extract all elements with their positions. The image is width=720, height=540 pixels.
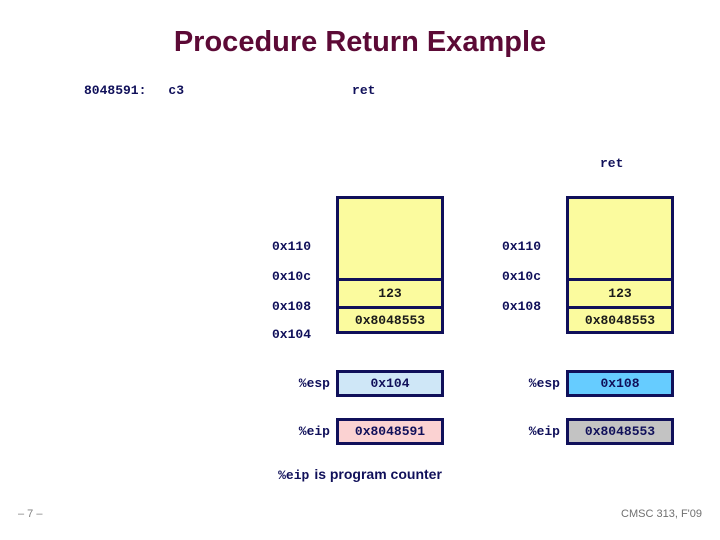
address-label-0x10c-before: 0x10c bbox=[272, 269, 312, 284]
register-row-eip-before: %eip 0x8048591 bbox=[274, 418, 444, 445]
footnote-description: is program counter bbox=[314, 466, 442, 482]
register-value-esp-before: 0x104 bbox=[336, 370, 444, 397]
register-label-esp-after: %esp bbox=[528, 376, 560, 391]
register-label-eip-after: %eip bbox=[528, 424, 560, 439]
register-label-eip-before: %eip bbox=[298, 424, 330, 439]
address-label-0x104-before: 0x104 bbox=[272, 327, 312, 342]
stack-cell-0x108-after: 123 bbox=[566, 278, 674, 306]
register-row-esp-after: %esp 0x108 bbox=[504, 370, 674, 397]
assembly-address: 8048591: bbox=[84, 83, 147, 98]
stack-cell-0x108-before: 123 bbox=[336, 278, 444, 306]
assembly-line: 8048591: c3 ret bbox=[84, 83, 375, 98]
register-row-eip-after: %eip 0x8048553 bbox=[504, 418, 674, 445]
address-label-0x108-after: 0x108 bbox=[502, 299, 542, 314]
footnote-caption: %eip is program counter bbox=[0, 466, 720, 483]
register-value-eip-before: 0x8048591 bbox=[336, 418, 444, 445]
register-value-esp-after: 0x108 bbox=[566, 370, 674, 397]
course-label: CMSC 313, F'09 bbox=[621, 508, 702, 520]
stack-cell-0x104-before: 0x8048553 bbox=[336, 306, 444, 334]
address-label-0x108-before: 0x108 bbox=[272, 299, 312, 314]
stack-cell-empty-after bbox=[566, 196, 674, 278]
address-label-0x10c-after: 0x10c bbox=[502, 269, 542, 284]
assembly-bytes: c3 bbox=[168, 83, 185, 98]
footnote-register-name: %eip bbox=[278, 468, 310, 483]
address-label-0x110-after: 0x110 bbox=[502, 239, 542, 254]
stack-cell-popped-after: 0x8048553 bbox=[566, 306, 674, 334]
register-label-esp-before: %esp bbox=[298, 376, 330, 391]
register-row-esp-before: %esp 0x104 bbox=[274, 370, 444, 397]
ret-transition-caption: ret bbox=[600, 156, 624, 171]
slide-number: – 7 – bbox=[18, 508, 43, 520]
stack-cell-empty-before bbox=[336, 196, 444, 278]
address-label-0x110-before: 0x110 bbox=[272, 239, 312, 254]
register-value-eip-after: 0x8048553 bbox=[566, 418, 674, 445]
assembly-mnemonic: ret bbox=[352, 83, 376, 98]
page-title: Procedure Return Example bbox=[173, 26, 547, 58]
